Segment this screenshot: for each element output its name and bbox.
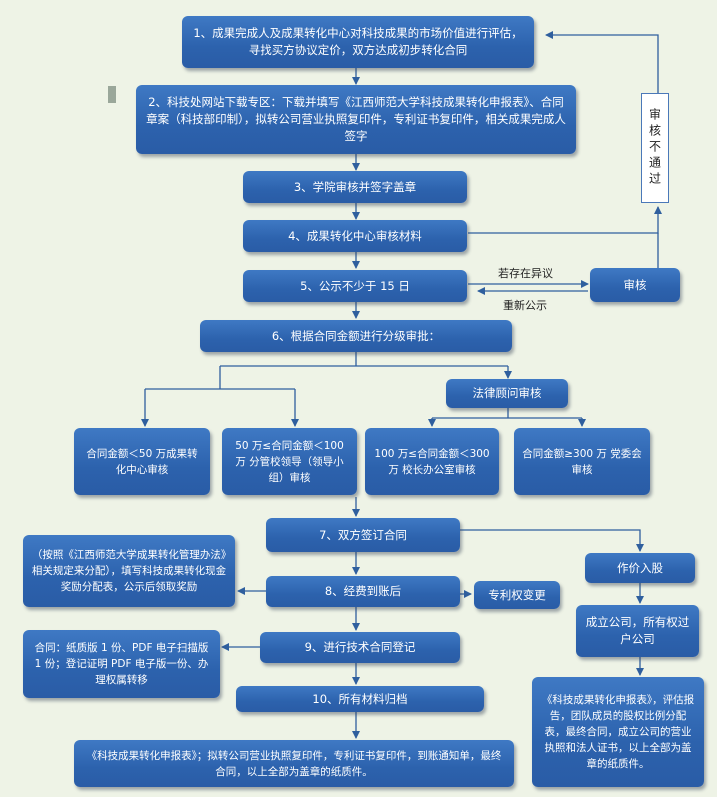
step-5-text: 5、公示不少于 15 日 <box>300 278 410 293</box>
step-10-archive: 10、所有材料归档 <box>236 686 484 712</box>
approval-tier-4-text: 合同金额≥300 万 党委会审核 <box>522 447 642 476</box>
step-1-evaluate: 1、成果完成人及成果转化中心对科技成果的市场价值进行评估，寻找买方协议定价，双方… <box>182 16 534 68</box>
step-2-text: 2、科技处网站下载专区：下载并填写《江西师范大学科技成果转化申报表》、合同章案（… <box>146 95 566 143</box>
archive-documents-box: 《科技成果转化申报表》；拟转公司营业执照复印件，专利证书复印件，到账通知单，最终… <box>74 740 514 787</box>
review-text: 审核 <box>623 277 647 292</box>
step-10-text: 10、所有材料归档 <box>312 691 408 706</box>
patent-transfer-box: 专利权变更 <box>474 581 560 609</box>
legal-review-text: 法律顾问审核 <box>472 386 542 400</box>
step-1-text: 1、成果完成人及成果转化中心对科技成果的市场价值进行评估，寻找买方协议定价，双方… <box>193 26 523 57</box>
step-8-funds-received: 8、经费到账后 <box>266 576 460 607</box>
reward-distribution-box: （按照《江西师范大学成果转化管理办法》相关规定来分配），填写科技成果转化现金奖励… <box>23 535 235 607</box>
equity-investment-text: 作价入股 <box>617 560 663 575</box>
legal-review-box: 法律顾问审核 <box>446 379 568 408</box>
company-documents-box: 《科技成果转化申报表》，评估报告，团队成员的股权比例分配表，最终合同，成立公司的… <box>532 677 704 787</box>
margin-marker <box>108 86 116 103</box>
equity-investment-box: 作价入股 <box>585 553 695 583</box>
step-3-text: 3、学院审核并签字盖章 <box>293 179 417 194</box>
archive-documents-text: 《科技成果转化申报表》；拟转公司营业执照复印件，专利证书复印件，到账通知单，最终… <box>86 749 502 778</box>
approval-tier-1-text: 合同金额＜50 万成果转化中心审核 <box>86 447 198 476</box>
approval-tier-4: 合同金额≥300 万 党委会审核 <box>514 428 650 495</box>
step-7-text: 7、双方签订合同 <box>319 527 407 542</box>
step-9-text: 9、进行技术合同登记 <box>304 640 416 654</box>
contract-note-box: 合同：纸质版 1 份、PDF 电子扫描版 1 份；登记证明 PDF 电子版一份、… <box>23 630 220 698</box>
step-4-text: 4、成果转化中心审核材料 <box>288 228 422 243</box>
reward-distribution-text: （按照《江西师范大学成果转化管理办法》相关规定来分配），填写科技成果转化现金奖励… <box>31 549 227 593</box>
step-5-publicity: 5、公示不少于 15 日 <box>243 270 467 302</box>
company-setup-box: 成立公司，所有权过户公司 <box>576 605 699 657</box>
review-box: 审核 <box>590 268 680 302</box>
step-2-download-forms: 2、科技处网站下载专区：下载并填写《江西师范大学科技成果转化申报表》、合同章案（… <box>136 85 576 154</box>
approval-tier-1: 合同金额＜50 万成果转化中心审核 <box>74 428 210 495</box>
step-6-tiered-approval: 6、根据合同金额进行分级审批： <box>200 320 512 352</box>
step-4-center-review: 4、成果转化中心审核材料 <box>243 220 467 252</box>
republish-label: 重新公示 <box>503 299 547 312</box>
approval-tier-2: 50 万≤合同金额＜100 万 分管校领导（领导小组）审核 <box>222 428 357 495</box>
step-7-sign-contract: 7、双方签订合同 <box>266 518 460 552</box>
review-rejected-box: 审核不通过 <box>641 93 669 203</box>
step-8-text: 8、经费到账后 <box>324 584 402 598</box>
company-documents-text: 《科技成果转化申报表》，评估报告，团队成员的股权比例分配表，最终合同，成立公司的… <box>541 694 695 770</box>
objection-label: 若存在异议 <box>498 267 553 280</box>
company-setup-text: 成立公司，所有权过户公司 <box>585 615 690 646</box>
step-9-contract-registration: 9、进行技术合同登记 <box>260 632 460 663</box>
approval-tier-2-text: 50 万≤合同金额＜100 万 分管校领导（领导小组）审核 <box>235 439 344 484</box>
approval-tier-3-text: 100 万≤合同金额＜300 万 校长办公室审核 <box>374 447 490 476</box>
step-3-college-review: 3、学院审核并签字盖章 <box>243 171 467 203</box>
approval-tier-3: 100 万≤合同金额＜300 万 校长办公室审核 <box>365 428 499 495</box>
patent-transfer-text: 专利权变更 <box>488 587 546 602</box>
step-6-text: 6、根据合同金额进行分级审批： <box>271 328 441 343</box>
contract-note-text: 合同：纸质版 1 份、PDF 电子扫描版 1 份；登记证明 PDF 电子版一份、… <box>34 642 209 686</box>
